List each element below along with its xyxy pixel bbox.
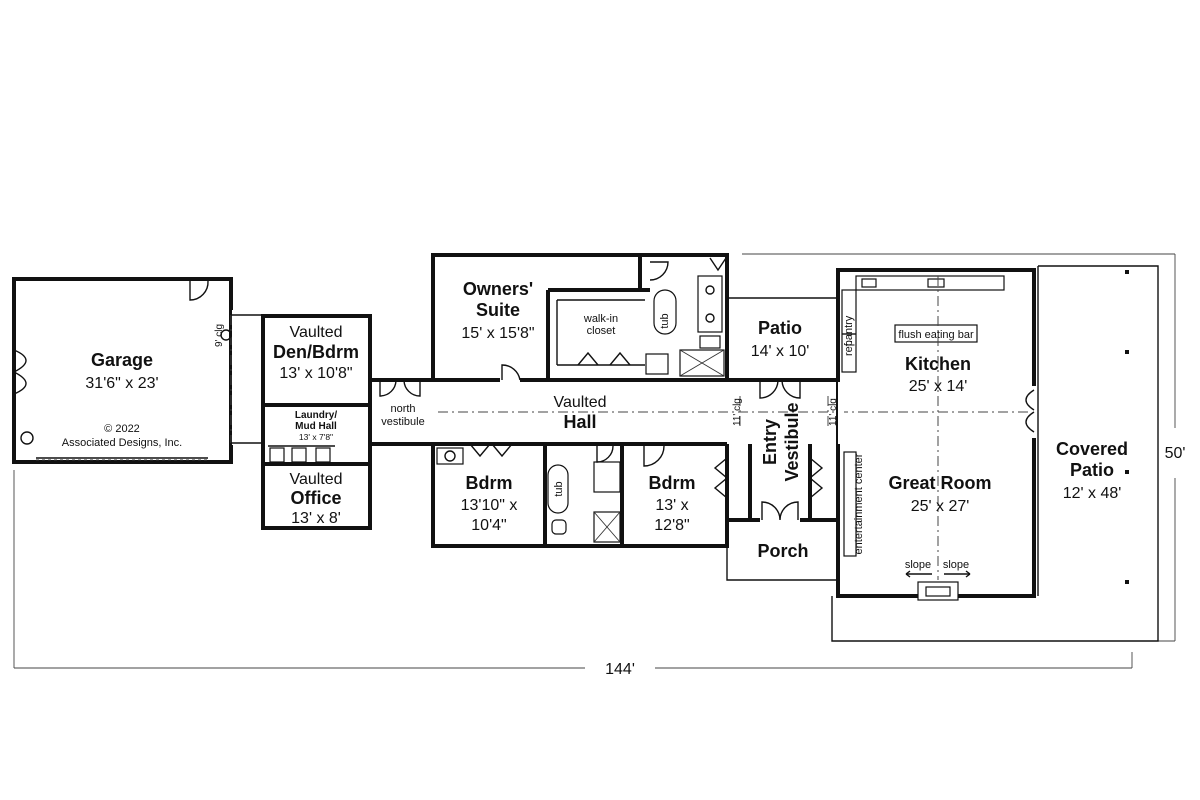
north-vestibule: north vestibule (370, 378, 433, 446)
dimension-lines (13, 253, 1176, 669)
covered-patio-size: 12' x 48' (1063, 485, 1122, 502)
porch-name: Porch (757, 541, 808, 561)
north-vestibule-label-2: vestibule (381, 416, 424, 428)
covered-patio-name-1: Covered (1056, 439, 1128, 459)
ref-label: ref. (843, 340, 855, 356)
copyright-year: © 2022 (104, 423, 140, 435)
bdrm2-name: Bdrm (648, 473, 695, 493)
owners-suite: Owners' Suite 15' x 15'8" walk-in closet… (431, 253, 729, 382)
hall-vaulted: Vaulted (553, 394, 606, 411)
office-size: 13' x 8' (291, 510, 341, 527)
den-vaulted: Vaulted (289, 324, 342, 341)
patio-name: Patio (758, 318, 802, 338)
den-name: Den/Bdrm (273, 342, 359, 362)
entry-ceiling-label: 11' clg (828, 398, 839, 426)
bdrm1-size-2: 10'4" (471, 517, 506, 534)
owners-tub-label: tub (659, 313, 671, 328)
north-vestibule-label-1: north (390, 403, 415, 415)
laundry-name-2: Mud Hall (295, 421, 337, 432)
bdrm2-size-1: 13' x (655, 497, 688, 514)
slope-right-label: slope (943, 559, 969, 571)
laundry-size: 13' x 7'8" (299, 432, 333, 442)
bath-tub-label: tub (553, 481, 565, 496)
owners-size: 15' x 15'8" (461, 325, 534, 342)
entry-vestibule: Entry Vestibule 11' clg (727, 378, 839, 522)
owners-name-2: Suite (476, 300, 520, 320)
covered-patio: Covered Patio 12' x 48' (831, 265, 1159, 642)
slope-left-label: slope (905, 559, 931, 571)
bdrm1-size-1: 13'10" x (461, 497, 518, 514)
covered-patio-name-2: Patio (1070, 460, 1114, 480)
hall-ceiling-label: 11' clg (732, 398, 743, 426)
bdrm2-size-2: 12'8" (654, 517, 689, 534)
copyright-company: Associated Designs, Inc. (62, 437, 182, 449)
overall-width-label: 144' (605, 661, 635, 678)
eating-bar-label: flush eating bar (898, 329, 974, 341)
garage: Garage 31'6" x 23' © 2022 Associated Des… (12, 277, 266, 464)
owners-name-1: Owners' (463, 279, 533, 299)
porch: Porch (726, 520, 839, 581)
patio-size: 14' x 10' (751, 343, 810, 360)
overall-depth-label: 50' (1165, 445, 1186, 462)
office-vaulted: Vaulted (289, 471, 342, 488)
kitchen-name: Kitchen (905, 354, 971, 374)
great-room-size: 25' x 27' (911, 498, 970, 515)
entertainment-label: entertainment center (853, 453, 865, 554)
hall-name: Hall (563, 412, 596, 432)
laundry-name: Laundry/ (295, 410, 337, 421)
entry-name-1: Entry (760, 419, 780, 465)
closet-label-1: walk-in (583, 313, 618, 325)
bdrm1-name: Bdrm (465, 473, 512, 493)
den-wing: Vaulted Den/Bdrm 13' x 10'8" Laundry/ Mu… (261, 314, 372, 530)
kitchen-size: 25' x 14' (909, 378, 968, 395)
garage-ceiling-label: 9' clg (214, 324, 225, 347)
pantry-label: pantry (843, 315, 855, 346)
closet-label-2: closet (587, 325, 616, 337)
garage-name: Garage (91, 350, 153, 370)
den-size: 13' x 10'8" (279, 365, 352, 382)
office-name: Office (290, 488, 341, 508)
great-room: pantry ref. flush eating bar Kitchen 25'… (836, 268, 1038, 601)
bedroom-wing: Bdrm 13'10" x 10'4" Bdrm 13' x 12'8" tub (431, 443, 729, 548)
great-room-name: Great Room (888, 473, 991, 493)
garage-size: 31'6" x 23' (85, 375, 158, 392)
vaulted-hall: Vaulted Hall 11' clg (433, 394, 1030, 446)
entry-name-2: Vestibule (782, 402, 802, 481)
patio: Patio 14' x 10' (726, 297, 839, 380)
